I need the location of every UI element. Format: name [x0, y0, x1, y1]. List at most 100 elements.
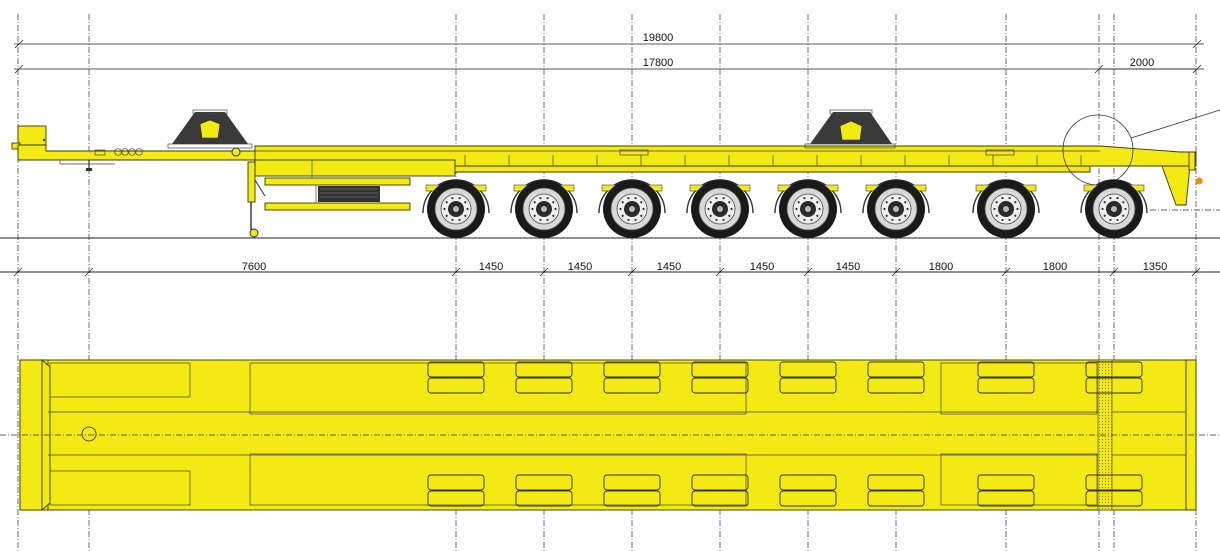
wheel-nut	[640, 214, 643, 217]
wheel-nut	[885, 201, 888, 204]
axle-spacing-label: 1450	[568, 261, 592, 273]
wheel-nut	[464, 214, 467, 217]
wheel-nut	[722, 218, 725, 222]
wheel-nut	[891, 218, 894, 222]
wheel-nut	[443, 207, 446, 211]
wheel-nut	[539, 196, 542, 200]
wheel-nut	[1103, 201, 1106, 204]
landing-gear-icon	[247, 161, 266, 238]
axle-spacing-label: 1450	[479, 261, 503, 273]
wheel-nut	[816, 201, 819, 204]
reference-lines	[17, 14, 1197, 551]
wheel-nut	[621, 214, 624, 217]
wheel-nut	[552, 214, 555, 217]
hub-cap	[893, 206, 899, 212]
axle-pad	[603, 490, 661, 507]
axle-pad	[1085, 474, 1143, 491]
axle-spacing-label: 1800	[929, 261, 953, 273]
axle-pad	[515, 474, 573, 491]
wheel-nut	[634, 218, 637, 222]
wheel-nut	[795, 207, 798, 211]
dimension-tick	[891, 267, 901, 277]
wheel-nut	[1124, 207, 1127, 211]
wheel-nut	[810, 196, 813, 200]
axle-pad	[779, 490, 837, 507]
dimension-tick	[539, 267, 549, 277]
wheel-nut	[709, 214, 712, 217]
wood-panel	[249, 453, 747, 506]
wheel-nut	[458, 218, 461, 222]
dimension-tick	[13, 267, 23, 277]
axle-spacing-label: 1800	[1043, 261, 1067, 273]
wheel-nut	[1014, 201, 1017, 204]
wheel-nut	[451, 196, 454, 200]
axle-pad	[779, 361, 837, 378]
top-dimensions: 19800 17800 2000	[14, 32, 1204, 74]
wood-panel	[940, 362, 1098, 415]
axle-pad	[691, 377, 749, 394]
wheel-nut	[1122, 201, 1125, 204]
axle-pad	[515, 361, 573, 378]
kingpin-icon	[81, 426, 97, 442]
wheel-nut	[1001, 218, 1004, 222]
wheel-nut	[803, 218, 806, 222]
axle-pad	[867, 361, 925, 378]
wheel-nut	[707, 207, 710, 211]
wheel-nut	[458, 196, 461, 200]
tail-lamp-icon	[1195, 177, 1203, 185]
wheel-nut	[533, 201, 536, 204]
wheel-nut	[619, 207, 622, 211]
axle-pad	[867, 490, 925, 507]
overall-length-label: 19800	[643, 32, 674, 44]
wood-panel	[940, 453, 1098, 506]
wheel-nut	[891, 196, 894, 200]
wheel-nut	[1101, 207, 1104, 211]
wood-panel	[249, 362, 747, 415]
wheel-nut	[797, 214, 800, 217]
wheel-nut	[1109, 196, 1112, 200]
wheel-nut	[1001, 196, 1004, 200]
wheel-nut	[898, 218, 901, 222]
axle-spacing-label: 1350	[1143, 261, 1167, 273]
wheel-set	[422, 179, 1148, 238]
axle-pad	[515, 490, 573, 507]
wheel-nut	[993, 207, 996, 211]
frame-length-label: 17800	[643, 57, 674, 69]
dimension-tick	[715, 267, 725, 277]
axle-pad	[603, 377, 661, 394]
wheel-nut	[797, 201, 800, 204]
dimension-tick	[451, 267, 461, 277]
axle-dimensions: 7600 1450 1450 1450 1450 1450 1800 1800 …	[13, 261, 1201, 277]
hub-cap	[453, 206, 459, 212]
front-overhang-label: 2000	[1130, 57, 1154, 69]
wheel-nut	[995, 201, 998, 204]
axle-pad	[1085, 361, 1143, 378]
wheel-nut	[995, 214, 998, 217]
axle-pad	[977, 490, 1035, 507]
axle-pad	[603, 474, 661, 491]
wheel-nut	[1008, 196, 1011, 200]
axle-pad	[867, 474, 925, 491]
axle-pad	[1085, 377, 1143, 394]
axle-pad	[427, 377, 485, 394]
wheel-nut	[1008, 218, 1011, 222]
frame-ribs	[464, 155, 1082, 166]
turntable-bolster-icon	[167, 109, 253, 149]
axle-pad	[977, 361, 1035, 378]
axle-pad	[977, 377, 1035, 394]
wheel-nut	[1016, 207, 1019, 211]
wheel-nut	[904, 214, 907, 217]
wheel-nut	[730, 207, 733, 211]
wheel-nut	[728, 201, 731, 204]
wheel-nut	[1116, 196, 1119, 200]
wheel-nut	[464, 201, 467, 204]
hub-cap	[1003, 206, 1009, 212]
wheel-nut	[728, 214, 731, 217]
wheel-nut	[722, 196, 725, 200]
axle-pad	[779, 377, 837, 394]
dimension-tick	[1001, 267, 1011, 277]
wheel-nut	[883, 207, 886, 211]
turntable-bolster-icon	[804, 109, 896, 149]
